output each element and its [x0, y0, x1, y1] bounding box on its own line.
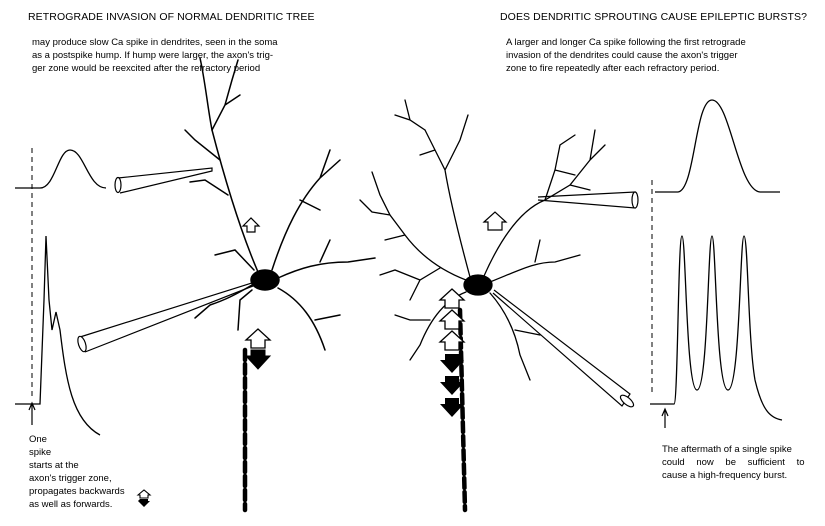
footer-line: cause a high-frequency burst.: [662, 470, 788, 481]
electrode-soma-left: [77, 280, 259, 353]
left-caption-line: may produce slow Ca spike in dendrites, …: [32, 37, 278, 48]
backward-arrow-icon: [482, 211, 508, 231]
stimulus-arrow-left-icon: [28, 401, 36, 425]
right-caption-line: zone to fire repeatedly after each refra…: [506, 63, 720, 74]
backward-arrow-icon: [438, 330, 466, 351]
forward-arrow-icon: [440, 376, 464, 395]
right-caption-line: A larger and longer Ca spike following t…: [506, 37, 746, 48]
legend-line: One: [29, 434, 47, 445]
legend-line: as well as forwards.: [29, 499, 113, 510]
neuron-normal: [184, 57, 376, 513]
backward-arrow-icon: [438, 309, 466, 330]
forward-arrow-icon: [440, 398, 464, 417]
left-caption-line: ger zone would be reexcited after the re…: [32, 63, 261, 74]
footer-line: could now be sufficient to: [662, 457, 805, 468]
stimulus-arrow-right-icon: [661, 407, 669, 428]
dendrite-trace-left: [15, 149, 107, 189]
soma-trace-right: [650, 235, 783, 421]
left-panel-title: RETROGRADE INVASION OF NORMAL DENDRITIC …: [28, 11, 315, 23]
legend-line: axon's trigger zone,: [29, 473, 112, 484]
legend-line: spike: [29, 447, 52, 458]
legend-line: propagates backwards: [29, 486, 125, 497]
legend-forward-arrow-icon: [138, 499, 150, 507]
forward-arrows-stack: [440, 354, 464, 417]
legend-line: starts at the: [29, 460, 79, 471]
backward-arrow-icon: [241, 217, 261, 233]
footer-line: The aftermath of a single spike: [662, 444, 792, 455]
legend-backward-arrow-icon: [136, 489, 152, 499]
left-caption-line: as a postspike hump. If hump were larger…: [32, 50, 274, 61]
right-caption-line: invasion of the dendrites could cause th…: [506, 50, 738, 61]
electrode-soma-right: [492, 289, 635, 408]
backward-arrow-icon: [438, 288, 466, 309]
electrode-dendrite-right: [537, 191, 639, 209]
dendrite-trace-right: [655, 99, 780, 193]
electrode-dendrite-left: [114, 167, 213, 194]
soma-trace-left: [15, 235, 101, 436]
neuron-sprouted: [359, 99, 606, 513]
backward-arrow-icon: [244, 328, 272, 349]
forward-arrow-icon: [244, 349, 272, 370]
backward-arrows-stack: [438, 288, 466, 351]
forward-arrow-icon: [440, 354, 464, 373]
right-panel-title: DOES DENDRITIC SPROUTING CAUSE EPILEPTIC…: [500, 11, 808, 23]
